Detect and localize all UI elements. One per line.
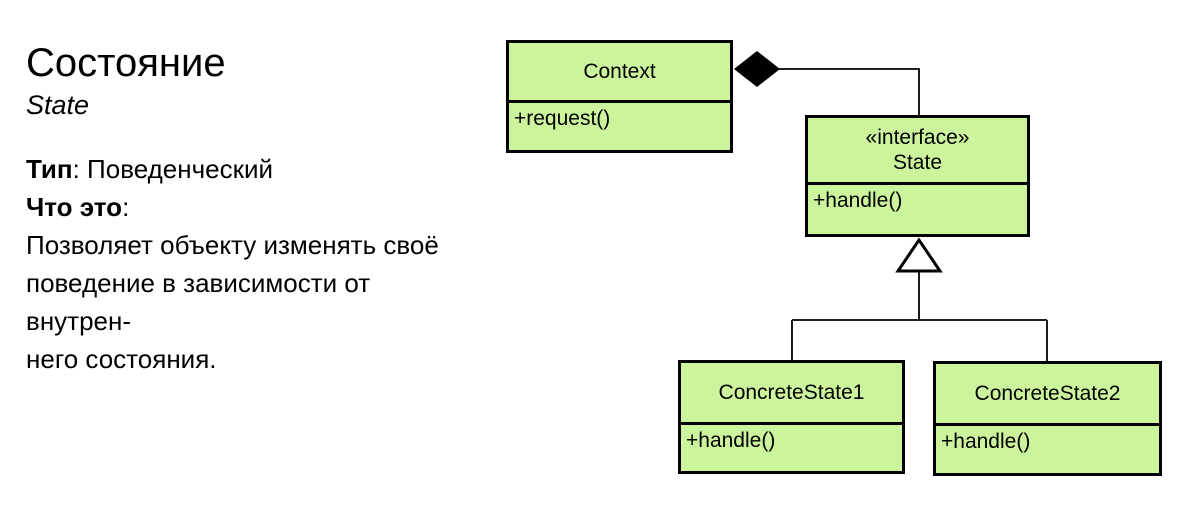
inheritance-connector-line: [791, 271, 1048, 362]
pattern-what-label: Что это: [26, 192, 123, 222]
pattern-description: Тип: Поведенческий Что это: Позволяет об…: [26, 150, 476, 378]
class-methods: +request(): [514, 107, 611, 130]
pattern-what-colon: :: [122, 192, 130, 222]
pattern-type-line: Тип: Поведенческий: [26, 150, 476, 188]
class-stereotype: «interface»: [865, 126, 970, 149]
class-name: ConcreteState1: [718, 381, 865, 404]
class-name: ConcreteState2: [974, 382, 1121, 405]
description-line: поведение в зависимости от внутрен-: [26, 268, 371, 336]
class-methods: +handle(): [941, 430, 1031, 453]
class-box-state: «interface» State +handle(): [805, 115, 1030, 237]
description-line: Позволяет объекту изменять своё: [26, 230, 439, 260]
pattern-type-label: Тип: [26, 154, 73, 184]
class-box-concretestate1: ConcreteState1 +handle(): [678, 360, 905, 474]
class-box-concretestate2: ConcreteState2 +handle(): [933, 361, 1162, 476]
description-line: него состояния.: [26, 344, 217, 374]
class-box-context: Context +request(): [506, 40, 733, 153]
pattern-title-ru: Состояние: [26, 41, 226, 85]
aggregation-diamond-icon: [734, 51, 780, 87]
class-title: Context: [509, 43, 730, 103]
class-title: ConcreteState2: [936, 364, 1159, 426]
aggregation-connector-line: [779, 68, 920, 116]
class-title: «interface» State: [808, 118, 1027, 185]
class-methods: +handle(): [686, 429, 776, 452]
pattern-what-line: Что это:: [26, 188, 476, 226]
class-title: ConcreteState1: [681, 363, 902, 425]
class-methods: +handle(): [813, 189, 903, 212]
class-name: Context: [583, 60, 656, 83]
inheritance-triangle-icon: [895, 237, 943, 273]
class-name: State: [892, 151, 943, 174]
pattern-type-value: : Поведенческий: [72, 154, 274, 184]
pattern-title-en: State: [26, 90, 90, 120]
